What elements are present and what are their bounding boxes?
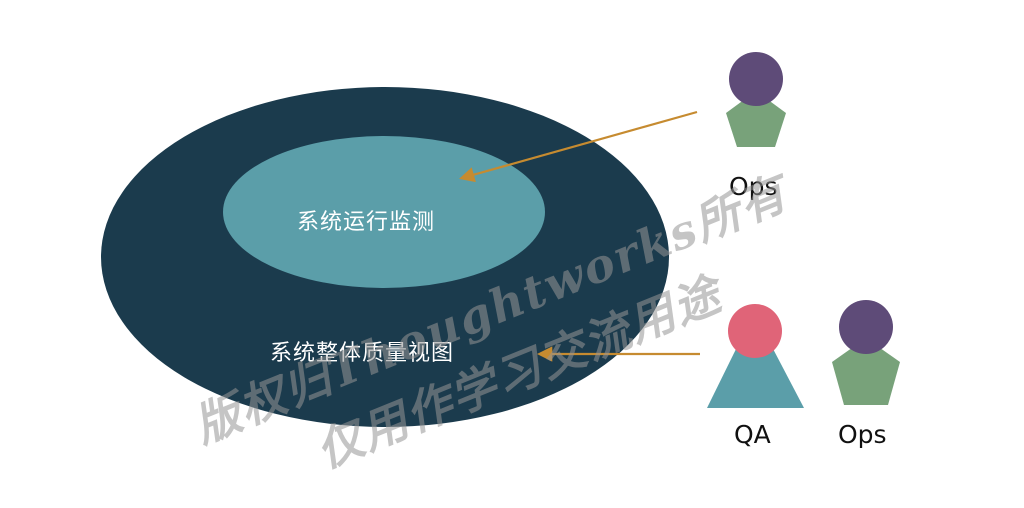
outer-ellipse-label: 系统整体质量视图: [270, 341, 455, 366]
ops-top-role-label: Ops: [729, 172, 778, 201]
ops-arrow: [459, 110, 698, 183]
ops-body-icon: [726, 91, 786, 147]
ops-head-icon: [729, 52, 783, 106]
inner-ellipse-label: 系统运行监测: [297, 210, 436, 235]
qa-role-label: QA: [734, 420, 771, 449]
ops-actor-top: [726, 52, 786, 147]
qa-actor: [707, 304, 804, 408]
qa-head-icon: [728, 304, 782, 358]
ops-head-icon: [839, 300, 893, 354]
ops-actor-bottom: [832, 300, 900, 405]
ops-bottom-role-label: Ops: [838, 420, 887, 449]
qa-body-icon: [707, 345, 804, 408]
ops-body-icon: [832, 338, 900, 405]
